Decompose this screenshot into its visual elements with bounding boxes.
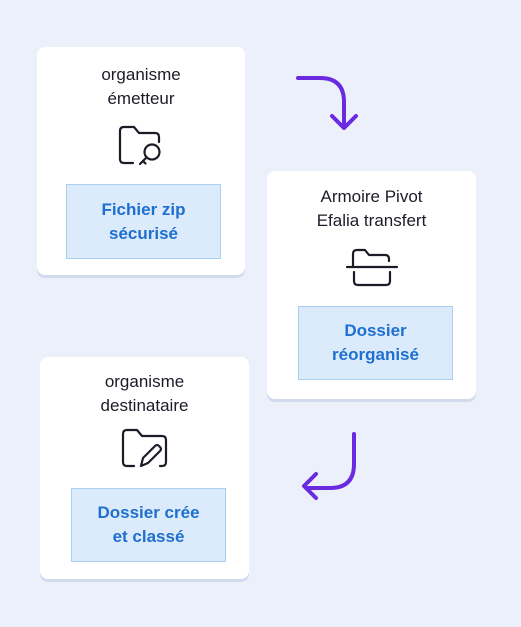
step-badge: Dossier crée et classé (71, 488, 226, 562)
badge-line: réorganisé (332, 345, 419, 364)
step-card-recipient: organisme destinataire Dossier crée et c… (40, 357, 249, 579)
badge-line: sécurisé (109, 223, 178, 243)
folder-open-icon (345, 248, 399, 287)
step-card-sender: organisme émetteur Fichier zip sécurisé (37, 47, 245, 275)
badge-line: et classé (112, 527, 185, 546)
arrow-curve-down-right-icon (296, 76, 358, 130)
badge-line: Dossier (344, 321, 407, 340)
folder-key-icon (118, 125, 161, 166)
step-badge: Dossier réorganisé (298, 306, 453, 380)
folder-edit-icon (121, 428, 168, 468)
badge-line: Fichier zip (101, 199, 186, 219)
step-title-line: Armoire Pivot (320, 187, 423, 206)
step-title-line: organisme (101, 65, 181, 84)
step-title-line: destinataire (100, 396, 189, 415)
step-title-line: émetteur (107, 89, 175, 108)
step-card-pivot: Armoire Pivot Efalia transfert Dossier r… (267, 171, 476, 399)
badge-line: Dossier crée (97, 503, 200, 522)
step-title-line: Efalia transfert (316, 211, 427, 230)
step-title: organisme émetteur (37, 63, 245, 111)
step-badge: Fichier zip sécurisé (66, 184, 221, 259)
arrow-curve-down-left-icon (302, 432, 356, 500)
step-title: Armoire Pivot Efalia transfert (267, 185, 476, 233)
step-title-line: organisme (104, 372, 185, 391)
step-title: organisme destinataire (40, 370, 249, 418)
